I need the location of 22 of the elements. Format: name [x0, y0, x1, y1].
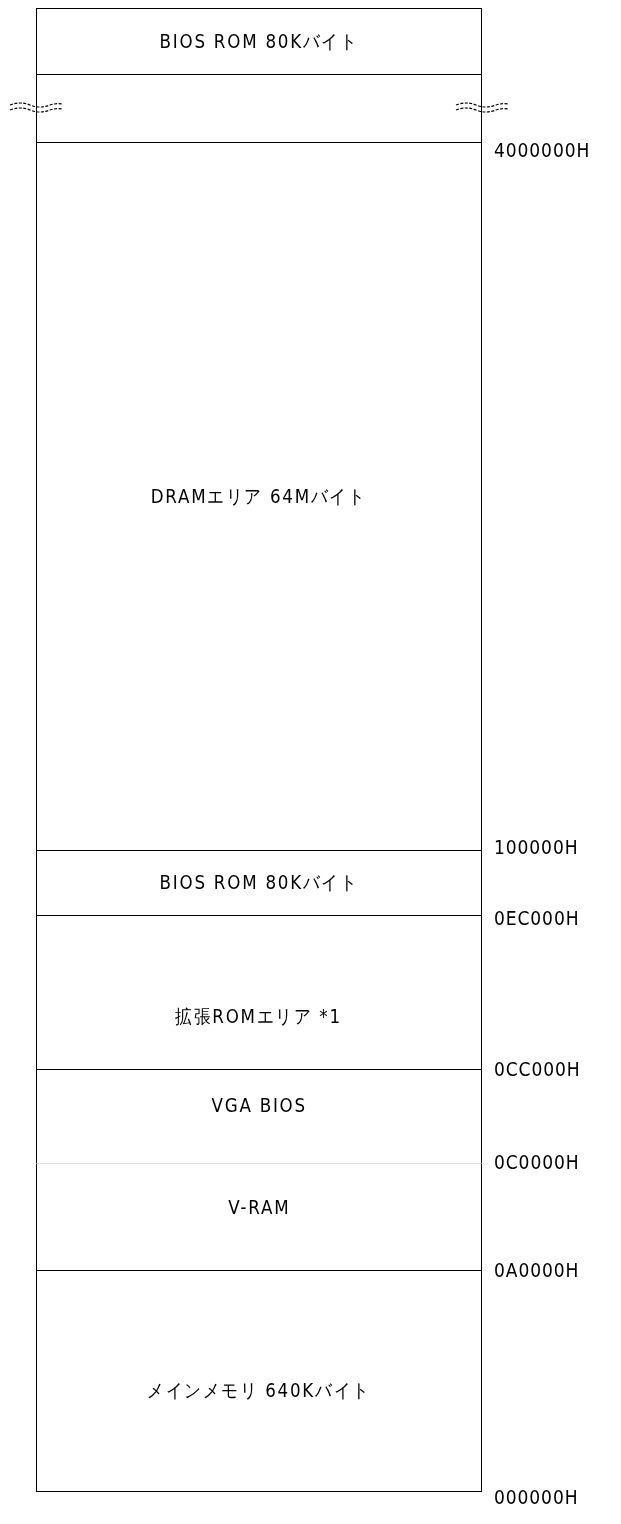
region-label: DRAMエリア 64Mバイト [151, 483, 367, 509]
region-label: V-RAM [227, 1196, 291, 1218]
address-label: 4000000H [494, 139, 591, 161]
omitted-region [36, 74, 482, 142]
region-label: BIOS ROM 80Kバイト [159, 28, 359, 54]
region-label: BIOS ROM 80Kバイト [159, 870, 359, 895]
address-label: 0CC000H [494, 1058, 581, 1080]
memory-region [36, 1069, 482, 1163]
memory-region [36, 142, 482, 850]
memory-region [36, 8, 482, 74]
address-label: 000000H [494, 1486, 579, 1508]
address-label: 0EC000H [494, 907, 580, 929]
region-label: メインメモリ 640Kバイト [147, 1377, 371, 1403]
address-label: 0A0000H [494, 1259, 580, 1281]
address-label: 0C0000H [494, 1151, 580, 1173]
memory-region [36, 1270, 482, 1492]
memory-region [36, 915, 482, 1069]
region-label: VGA BIOS [211, 1093, 307, 1116]
memory-region [36, 850, 482, 915]
address-label: 100000H [494, 836, 579, 858]
region-label: 拡張ROMエリア *1 [175, 1003, 343, 1029]
memory-region [36, 1163, 482, 1270]
